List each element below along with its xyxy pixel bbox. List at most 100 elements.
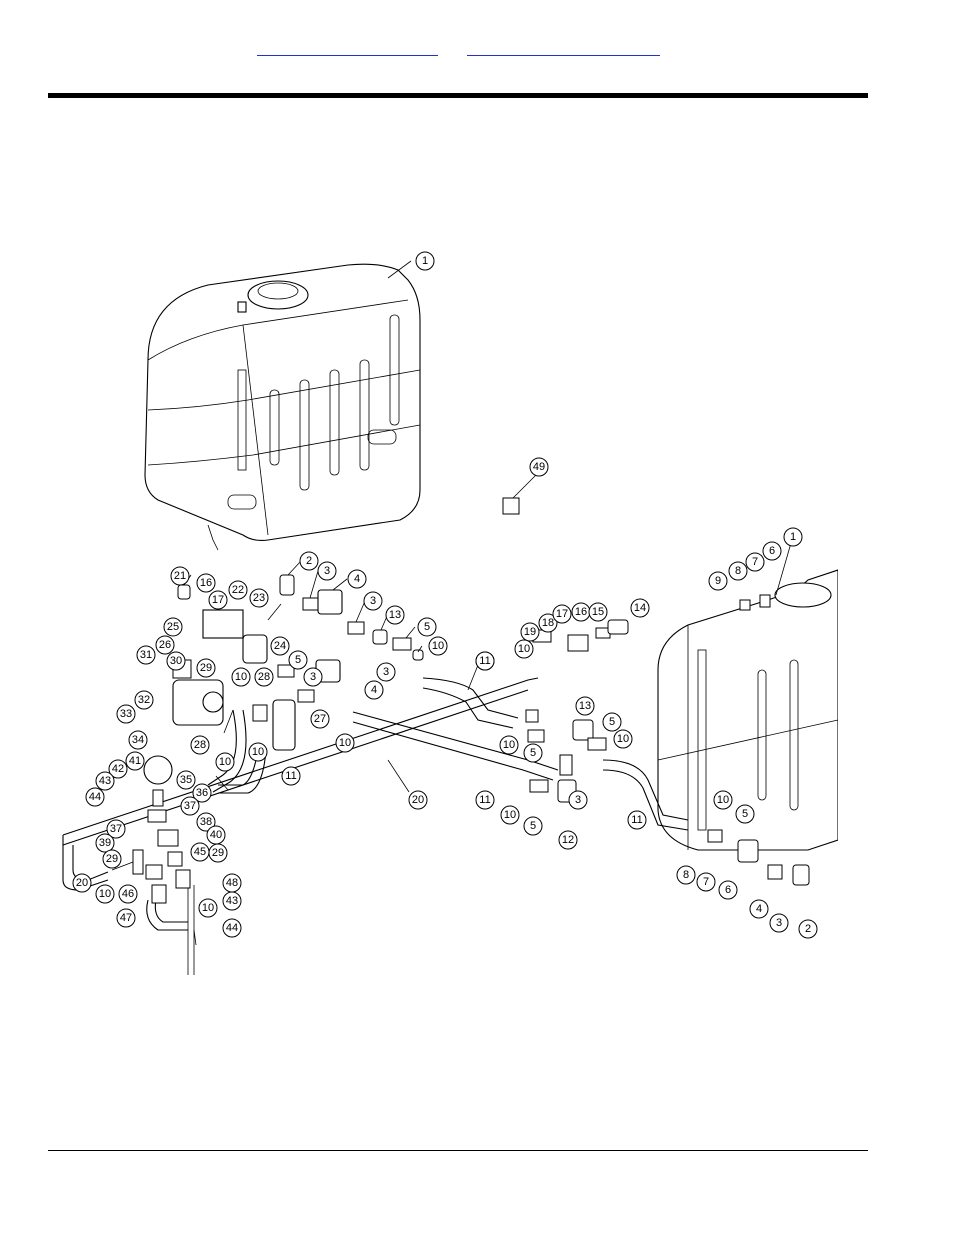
callout-10: 10	[216, 753, 234, 771]
callout-20: 20	[409, 791, 427, 809]
svg-text:19: 19	[524, 626, 536, 638]
svg-text:42: 42	[112, 763, 124, 775]
callout-28: 28	[191, 736, 209, 754]
callout-10: 10	[249, 743, 267, 761]
callout-12: 12	[559, 831, 577, 849]
callout-23: 23	[250, 589, 268, 607]
callout-45: 45	[191, 843, 209, 861]
svg-text:11: 11	[479, 655, 490, 667]
callout-29: 29	[209, 844, 227, 862]
callout-33: 33	[117, 705, 135, 723]
callout-8: 8	[677, 866, 695, 884]
svg-text:34: 34	[132, 734, 144, 746]
callout-10: 10	[232, 668, 250, 686]
callout-44: 44	[86, 788, 104, 806]
svg-text:4: 4	[756, 903, 762, 915]
callout-16: 16	[197, 574, 215, 592]
callout-13: 13	[386, 606, 404, 624]
svg-text:10: 10	[717, 794, 729, 806]
callout-10: 10	[96, 885, 114, 903]
svg-text:44: 44	[89, 791, 101, 803]
svg-text:1: 1	[422, 255, 428, 267]
callout-17: 17	[553, 605, 571, 623]
callout-10: 10	[199, 899, 217, 917]
svg-text:10: 10	[504, 809, 516, 821]
svg-text:4: 4	[371, 684, 377, 696]
callout-6: 6	[719, 881, 737, 899]
callout-10: 10	[714, 791, 732, 809]
svg-text:16: 16	[575, 606, 587, 618]
svg-text:17: 17	[556, 608, 568, 620]
svg-text:31: 31	[140, 649, 152, 661]
svg-text:35: 35	[180, 774, 192, 786]
svg-text:10: 10	[235, 671, 247, 683]
callout-49: 49	[530, 458, 548, 476]
svg-text:43: 43	[226, 895, 238, 907]
main-tank	[145, 264, 420, 550]
callout-46: 46	[119, 885, 137, 903]
svg-text:10: 10	[518, 643, 530, 655]
svg-text:41: 41	[129, 755, 141, 767]
callout-32: 32	[135, 691, 153, 709]
callout-10: 10	[500, 736, 518, 754]
svg-text:28: 28	[258, 671, 270, 683]
svg-text:6: 6	[769, 545, 775, 557]
callout-4: 4	[750, 900, 768, 918]
svg-text:48: 48	[226, 877, 238, 889]
callout-43: 43	[223, 892, 241, 910]
svg-text:47: 47	[120, 912, 132, 924]
svg-text:20: 20	[76, 877, 88, 889]
callout-4: 4	[348, 570, 366, 588]
svg-text:2: 2	[805, 923, 811, 935]
svg-text:3: 3	[776, 917, 782, 929]
callout-29: 29	[197, 659, 215, 677]
svg-text:7: 7	[703, 876, 709, 888]
callout-26: 26	[156, 636, 174, 654]
svg-text:10: 10	[252, 746, 264, 758]
callout-5: 5	[736, 805, 754, 823]
svg-text:11: 11	[631, 814, 642, 826]
svg-text:39: 39	[99, 837, 111, 849]
callout-8: 8	[729, 562, 747, 580]
header-link-left[interactable]	[257, 41, 438, 56]
callout-1: 1	[416, 252, 434, 270]
svg-text:11: 11	[285, 770, 296, 782]
callout-7: 7	[746, 553, 764, 571]
callout-3: 3	[770, 914, 788, 932]
callout-20: 20	[73, 874, 91, 892]
svg-text:5: 5	[530, 820, 536, 832]
callout-11: 11	[282, 767, 300, 785]
svg-text:3: 3	[383, 666, 389, 678]
svg-text:5: 5	[424, 621, 430, 633]
svg-text:3: 3	[575, 794, 581, 806]
callout-11: 11	[628, 811, 646, 829]
callout-4: 4	[365, 681, 383, 699]
callout-37: 37	[181, 797, 199, 815]
svg-text:4: 4	[354, 573, 360, 585]
svg-text:29: 29	[212, 847, 224, 859]
callout-3: 3	[569, 791, 587, 809]
svg-text:3: 3	[324, 565, 330, 577]
svg-text:37: 37	[110, 823, 122, 835]
header-link-right[interactable]	[467, 41, 660, 56]
svg-text:20: 20	[412, 794, 424, 806]
svg-text:10: 10	[432, 640, 444, 652]
svg-text:16: 16	[200, 577, 212, 589]
callout-40: 40	[207, 826, 225, 844]
svg-text:38: 38	[200, 816, 212, 828]
top-rule	[48, 93, 868, 98]
callout-7: 7	[697, 873, 715, 891]
callout-10: 10	[501, 806, 519, 824]
callout-21: 21	[171, 567, 189, 585]
parts-diagram-svg: 1 49 2 3 4 3 13 5 10 11 21 16 22 17 23 2…	[48, 240, 838, 980]
callout-10: 10	[429, 637, 447, 655]
callout-2: 2	[300, 552, 318, 570]
callout-41: 41	[126, 752, 144, 770]
svg-text:17: 17	[212, 594, 224, 606]
svg-text:13: 13	[389, 609, 401, 621]
callout-9: 9	[709, 572, 727, 590]
svg-text:5: 5	[530, 747, 536, 759]
svg-text:8: 8	[683, 869, 689, 881]
svg-text:40: 40	[210, 829, 222, 841]
callout-3: 3	[318, 562, 336, 580]
